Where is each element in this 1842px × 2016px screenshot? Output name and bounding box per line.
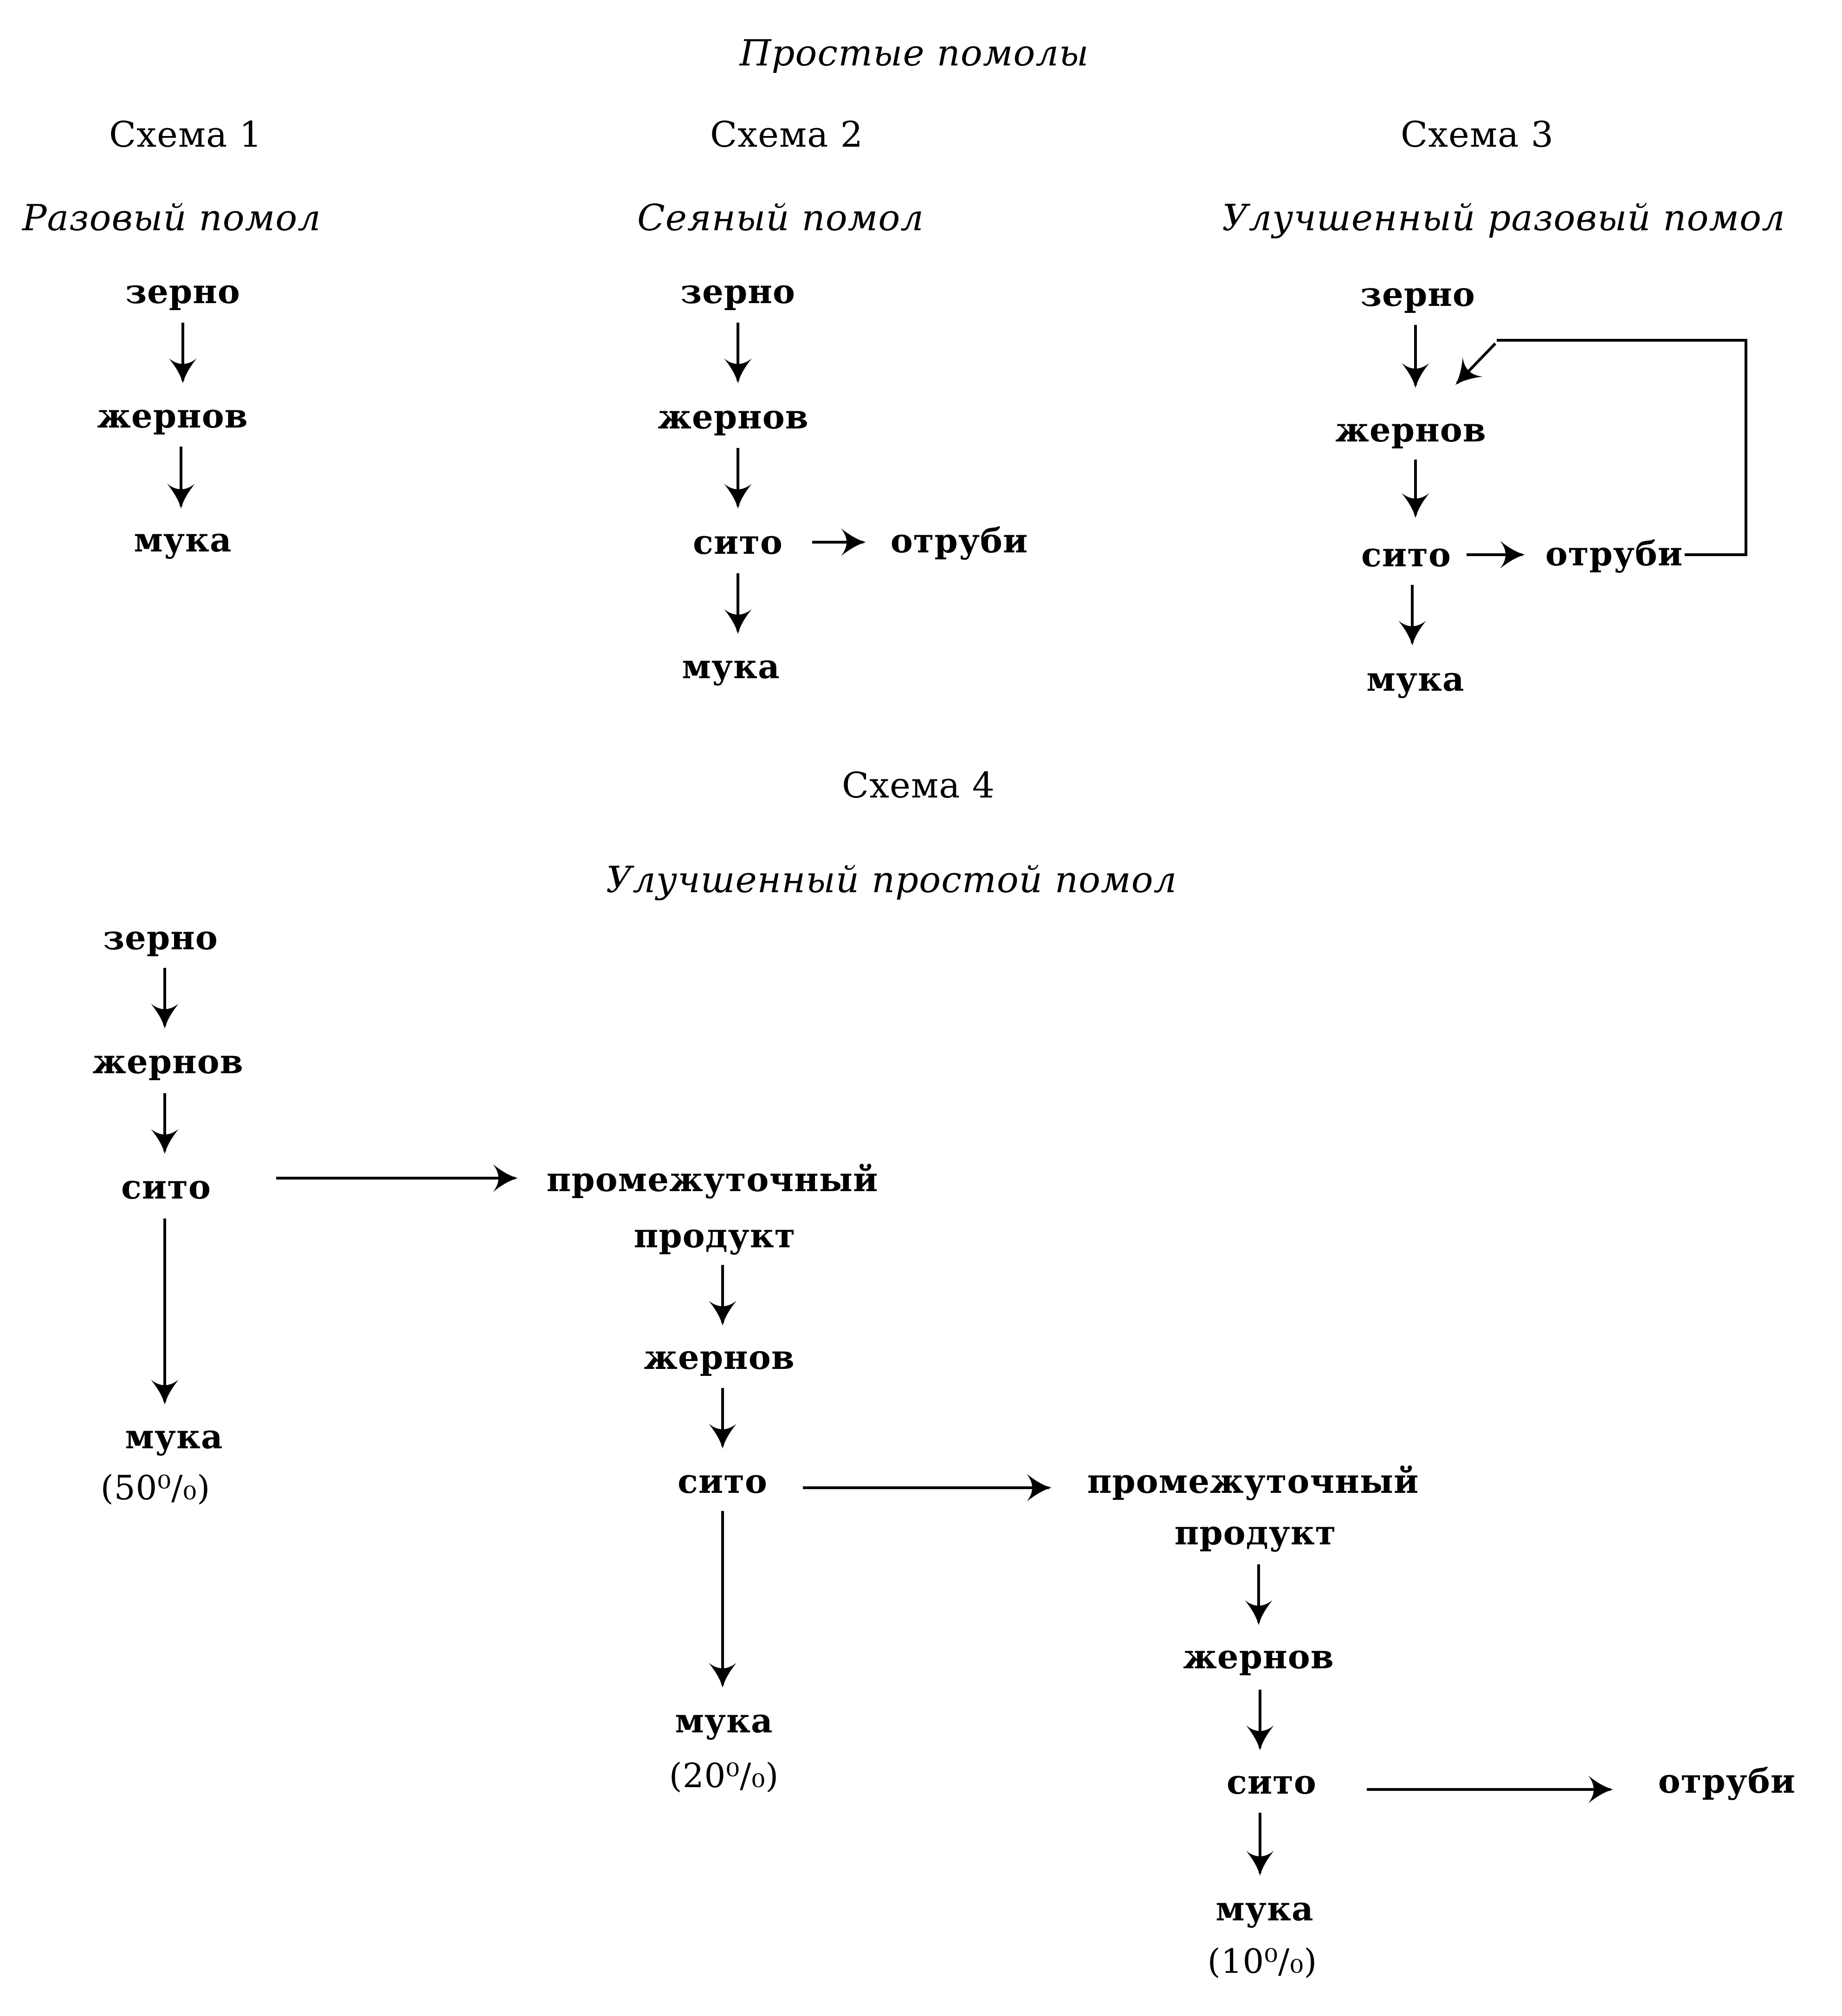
s1-node-flour: мука	[134, 520, 232, 559]
scheme-1-name: Разовый помол	[22, 197, 321, 239]
s4a-node-flour: мука	[125, 1417, 223, 1456]
scheme-2-label: Схема 2	[710, 114, 863, 155]
s2-node-flour: мука	[682, 647, 780, 686]
s4a-node-sieve: сито	[121, 1167, 211, 1206]
s4a-node-grain: зерно	[103, 918, 218, 957]
s3-node-grain: зерно	[1360, 274, 1475, 314]
s4b-node-intermediate-1: промежуточный	[546, 1160, 879, 1199]
s2-node-grain: зерно	[680, 272, 795, 311]
s4b-flour-share: (20⁰/₀)	[669, 1756, 779, 1795]
scheme-4-label: Схема 4	[842, 765, 995, 806]
s1-node-millstone: жернов	[97, 396, 248, 435]
s2-node-bran: отруби	[890, 521, 1028, 560]
s3-node-millstone: жернов	[1335, 410, 1487, 449]
s3-node-sieve: сито	[1361, 535, 1451, 574]
s4c-node-millstone: жернов	[1183, 1637, 1334, 1676]
s4c-node-flour: мука	[1215, 1889, 1314, 1928]
s4c-node-sieve: сито	[1227, 1762, 1317, 1802]
s4c-flour-share: (10⁰/₀)	[1207, 1942, 1318, 1981]
scheme-2-name: Сеяный помол	[637, 197, 924, 239]
s2-node-millstone: жернов	[658, 397, 809, 436]
s4c-node-intermediate-2: продукт	[1174, 1513, 1337, 1552]
s1-node-grain: зерно	[125, 272, 240, 311]
scheme-4-name: Улучшенный простой помол	[606, 859, 1177, 901]
scheme-1-label: Схема 1	[109, 114, 262, 155]
s4b-node-millstone: жернов	[644, 1337, 795, 1377]
s3-arrow-loop	[1455, 342, 1497, 385]
s4b-node-flour: мука	[675, 1701, 773, 1740]
scheme-3-label: Схема 3	[1401, 114, 1554, 155]
s4a-node-millstone: жернов	[92, 1042, 244, 1081]
s3-node-bran: отруби	[1545, 534, 1683, 573]
page-title: Простые помолы	[739, 32, 1089, 74]
s4a-flour-share: (50⁰/₀)	[100, 1468, 211, 1507]
s3-loop-line	[1497, 339, 1747, 556]
s4b-node-sieve: сито	[678, 1461, 768, 1501]
s2-node-sieve: сито	[693, 522, 783, 562]
s4c-node-intermediate-1: промежуточный	[1087, 1461, 1419, 1501]
scheme-3-name: Улучшенный разовый помол	[1222, 197, 1785, 239]
s4b-node-intermediate-2: продукт	[633, 1216, 796, 1255]
s4c-node-bran: отруби	[1658, 1761, 1796, 1801]
s3-node-flour: мука	[1366, 659, 1465, 699]
